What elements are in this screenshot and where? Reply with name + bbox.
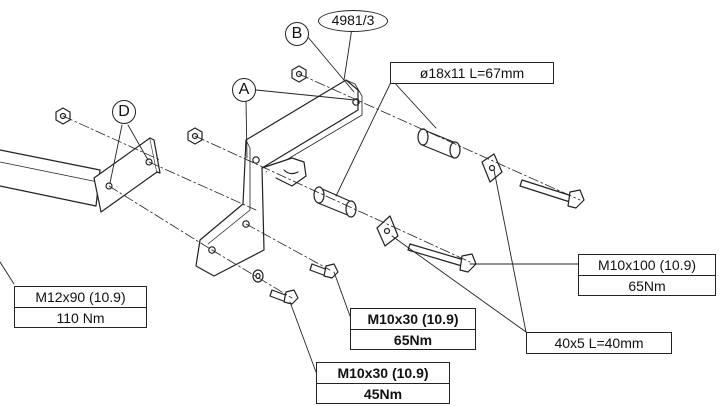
leader-plate2: [391, 235, 527, 333]
main-bracket: [195, 79, 363, 277]
leader-m12x90: [0, 261, 15, 285]
leader-spacer1: [391, 79, 437, 129]
bolt-m10x30-upper: [309, 263, 339, 279]
bolt-m12x90-torque: 110 Nm: [56, 310, 105, 326]
bolt-m10x30-65-torque: 65Nm: [393, 332, 433, 348]
part-number-label: 4981/3: [318, 10, 388, 32]
leader-d2: [127, 124, 149, 161]
leader-d1: [109, 124, 123, 184]
bolt-m10x100-spec: M10x100 (10.9): [579, 255, 715, 276]
plate-label: 40x5 L=40mm: [526, 332, 672, 354]
spacer-label: ø18x11 L=67mm: [390, 62, 554, 84]
bolt-m10x100-torque: 65Nm: [628, 278, 666, 294]
bolt-m10x30-45-torque: 45Nm: [363, 386, 403, 402]
bolt-m10x30-65-label: M10x30 (10.9) 65Nm: [350, 308, 476, 350]
leader-a2: [245, 99, 248, 159]
bolt-m10x30-45-spec: M10x30 (10.9): [317, 363, 449, 384]
bolt-m10x100-lower: [407, 243, 477, 273]
square-plate-upper: [481, 153, 503, 183]
leader-m10x30-45: [289, 301, 317, 373]
bolt-m12x90-label: M12x90 (10.9) 110 Nm: [14, 286, 147, 328]
leader-plate1: [493, 169, 527, 333]
callout-b: B: [285, 22, 309, 46]
arm-tube: [0, 149, 101, 207]
bolt-m10x30-65-spec: M10x30 (10.9): [351, 309, 475, 330]
plate-spec: 40x5 L=40mm: [554, 335, 644, 351]
bolt-m10x100-label: M10x100 (10.9) 65Nm: [578, 254, 716, 296]
callout-a: A: [232, 78, 256, 102]
square-plate-lower: [376, 215, 399, 247]
bolt-m10x100-upper: [519, 179, 585, 209]
washer: [252, 269, 264, 283]
bolt-m12x90-spec: M12x90 (10.9): [15, 287, 146, 308]
bolt-m10x30-lower: [269, 289, 299, 305]
spacer-lower: [313, 186, 357, 218]
leader-m10x30-65: [333, 271, 351, 317]
spacer-spec: ø18x11 L=67mm: [419, 65, 525, 81]
leader-a1: [255, 89, 356, 101]
bracket-d: [93, 137, 161, 213]
callout-d: D: [112, 100, 136, 124]
leader-part: [343, 27, 353, 81]
leader-spacer2: [335, 79, 393, 197]
bolt-m10x30-45-label: M10x30 (10.9) 45Nm: [316, 362, 450, 404]
leader-b: [306, 35, 355, 93]
spacer-upper: [417, 128, 461, 159]
